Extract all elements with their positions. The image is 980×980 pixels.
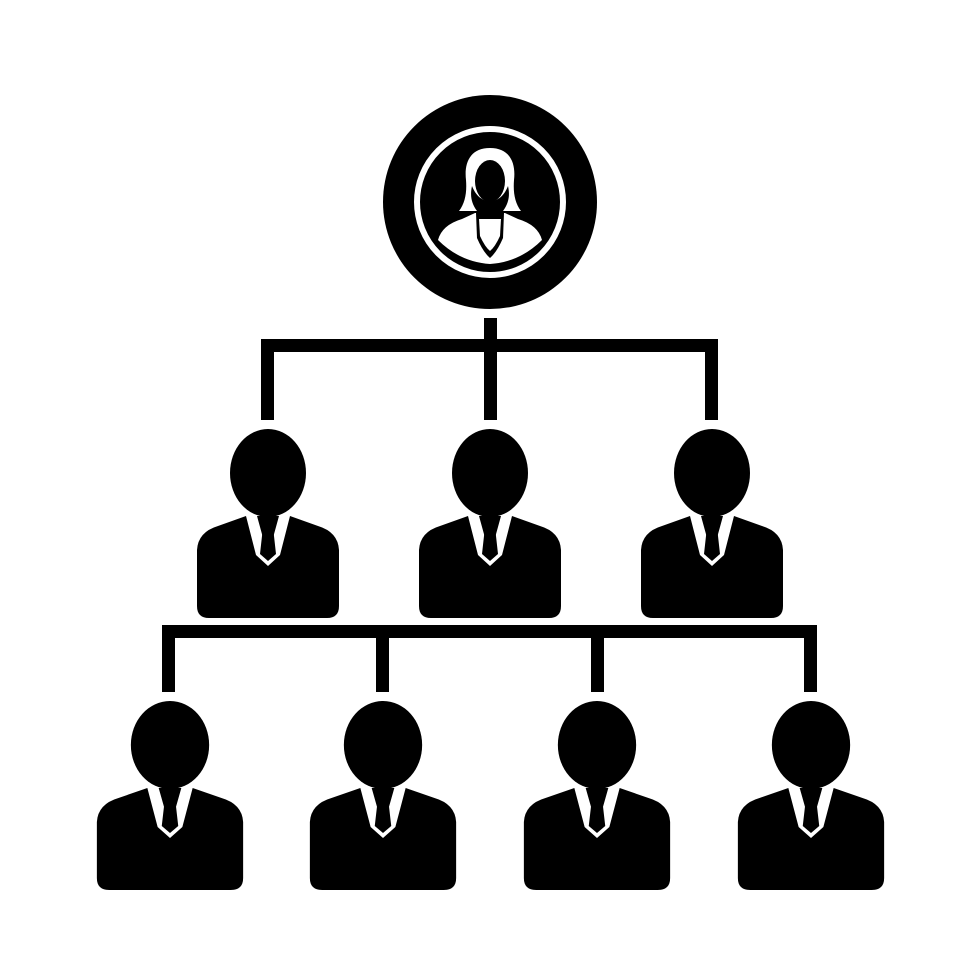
level2-person-3	[523, 701, 671, 890]
businessman-icon	[523, 701, 671, 890]
businessman-icon	[197, 429, 339, 618]
level2-person-2	[309, 701, 457, 890]
businessman-icon	[96, 701, 244, 890]
businessman-icon	[309, 701, 457, 890]
female-person-icon	[438, 148, 542, 264]
connector-level1-to-level2	[162, 625, 817, 692]
connector-root-to-level1	[261, 318, 718, 420]
level1-person-1	[197, 429, 339, 618]
level1-person-2	[419, 429, 561, 618]
level2-person-4	[737, 701, 885, 890]
root-inner-ring	[414, 126, 566, 278]
businessman-icon	[419, 429, 561, 618]
businessman-icon	[641, 429, 783, 618]
businessman-icon	[737, 701, 885, 890]
root-node	[383, 95, 597, 309]
level2-person-1	[96, 701, 244, 890]
level1-person-3	[641, 429, 783, 618]
